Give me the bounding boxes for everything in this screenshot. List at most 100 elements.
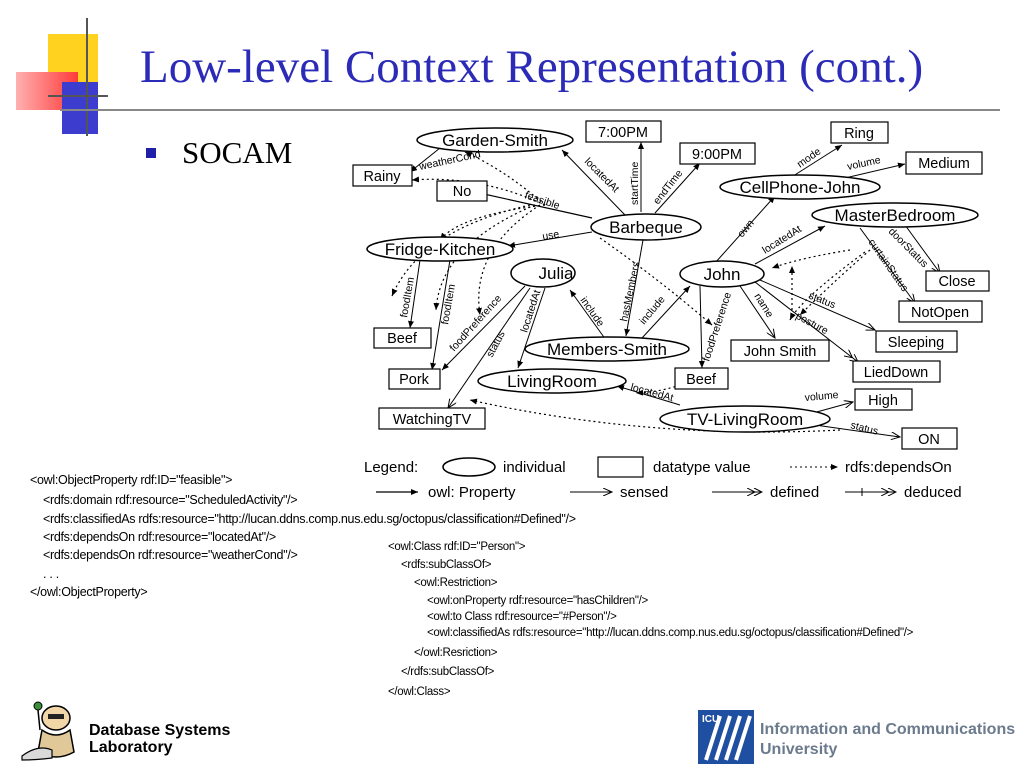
code-left-line-4: <rdfs:dependsOn rdf:resource="locatedAt"… <box>43 530 276 544</box>
elabel-status-julia: status <box>484 329 508 359</box>
value-johnsmith: John Smith <box>744 344 817 360</box>
box-ring <box>830 121 889 144</box>
dep-feasible-gs <box>464 151 546 206</box>
edge-foodpref-john <box>698 285 705 369</box>
legend-deduced: deduced <box>904 484 962 501</box>
box-no <box>436 180 488 202</box>
box-pork <box>388 368 441 390</box>
value-no: No <box>453 184 472 200</box>
individuals <box>366 127 979 433</box>
deco-vertical-line <box>86 18 88 136</box>
edge-endtime <box>654 162 701 214</box>
deco-horizontal-line <box>48 95 108 97</box>
edge-volume-tv <box>812 402 853 414</box>
edge-weathercond <box>409 147 441 173</box>
code-right-line-1: <owl:Class rdf:ID="Person"> <box>388 541 526 553</box>
label-living-room: LivingRoom <box>507 372 597 391</box>
elabel-posture: posture <box>794 310 831 337</box>
code-left-line-2: <rdfs:domain rdf:resource="ScheduledActi… <box>43 493 298 507</box>
dep-posture-status <box>789 251 866 321</box>
box-on <box>901 427 958 450</box>
elabel-feasible: feasible <box>523 189 561 212</box>
edge-status-julia <box>448 287 531 408</box>
box-sleeping <box>875 330 958 353</box>
code-right-line-7: </owl:Resriction> <box>414 647 498 659</box>
code-left-line-7: </owl:ObjectProperty> <box>30 585 148 599</box>
edge-fooditem1 <box>408 259 421 329</box>
legend-individual: individual <box>503 459 566 476</box>
bullet-marker <box>146 148 156 158</box>
code-left-line-5: <rdfs:dependsOn rdf:resource="weatherCon… <box>43 548 298 562</box>
code-left-line-1: <owl:ObjectProperty rdf:ID="feasible"> <box>30 473 233 487</box>
dep-john-beef <box>599 237 713 326</box>
elabel-locatedat-mb: locatedAt <box>760 223 804 256</box>
value-7pm: 7:00PM <box>598 125 648 141</box>
edge-locatedat-gs <box>561 149 626 216</box>
svg-text:ICU: ICU <box>702 714 719 725</box>
value-lieddown: LiedDown <box>864 365 929 381</box>
node-barbeque <box>590 213 702 241</box>
edge-fooditem2 <box>430 259 451 371</box>
icu-logo: ICU <box>698 710 754 764</box>
elabel-use: use <box>541 228 560 243</box>
value-beef2: Beef <box>686 372 717 388</box>
elabel-fooditem2: foodItem <box>439 283 458 326</box>
value-watchingtv: WatchingTV <box>393 412 472 428</box>
box-high <box>854 388 913 411</box>
value-on: ON <box>918 432 940 448</box>
value-9pm: 9:00PM <box>692 147 742 163</box>
label-john: John <box>704 265 741 284</box>
legend-box-swatch <box>597 456 644 478</box>
node-tv-living-room <box>659 405 831 433</box>
label-members-smith: Members-Smith <box>547 340 667 359</box>
label-fridge-kitchen: Fridge-Kitchen <box>385 240 496 259</box>
edge-use <box>507 231 593 248</box>
elabel-weathercond: weatherCond <box>417 148 482 173</box>
legend: Legend: individual datatype value rdfs:d… <box>364 456 962 501</box>
elabel-mode: mode <box>795 145 824 170</box>
edge-status-tv <box>814 424 900 437</box>
lab-mascot-logo <box>21 701 75 761</box>
legend-depends-on: rdfs:dependsOn <box>845 459 952 476</box>
elabel-hasmembers: hasMembers <box>618 261 642 323</box>
value-labels: 7:00PM 9:00PM Ring Medium Rainy No Close… <box>363 125 975 448</box>
node-master-bedroom <box>811 202 979 228</box>
value-close: Close <box>938 274 975 290</box>
label-barbeque: Barbeque <box>609 218 683 237</box>
edge-volume-cp <box>844 162 906 179</box>
node-living-room <box>477 368 627 394</box>
node-members-smith <box>524 336 690 362</box>
elabel-volume-tv: volume <box>804 389 839 404</box>
edge-locatedat-tv <box>616 385 681 406</box>
elabel-include2: include <box>637 294 668 327</box>
legend-ellipse-swatch <box>442 457 496 477</box>
individual-labels: Garden-Smith Barbeque CellPhone-John Mas… <box>385 131 956 429</box>
edge-status-john <box>759 279 875 330</box>
edge-doorstatus <box>904 224 940 273</box>
code-right-line-9: </owl:Class> <box>388 686 451 698</box>
edge-name <box>739 285 775 338</box>
elabel-starttime: startTime <box>629 161 641 205</box>
label-julia: Julia <box>539 264 575 283</box>
elabel-locatedat-gs: locatedAt <box>582 156 622 196</box>
edge-locatedat-julia <box>517 287 546 369</box>
code-right-line-4: <owl:onProperty rdf:resource="hasChildre… <box>427 595 648 607</box>
box-7pm <box>585 120 662 143</box>
node-fridge-kitchen <box>366 236 514 262</box>
value-ring: Ring <box>844 126 874 142</box>
code-right-line-2: <rdfs:subClassOf> <box>401 559 492 571</box>
bullet-socam: SOCAM <box>182 135 293 170</box>
node-cellphone-john <box>719 174 881 200</box>
university-name: Information and Communications Universit… <box>760 720 1015 760</box>
value-beef1: Beef <box>387 331 418 347</box>
box-rainy <box>352 164 413 187</box>
code-right-line-8: </rdfs:subClassOf> <box>401 666 495 678</box>
node-garden-smith <box>416 127 574 153</box>
label-garden-smith: Garden-Smith <box>442 131 548 150</box>
edge-own <box>714 195 776 264</box>
elabel-status-tv: status <box>849 419 879 437</box>
edge-foodpref-julia <box>441 285 526 371</box>
box-beef1 <box>373 327 432 349</box>
legend-defined: defined <box>770 484 819 501</box>
edge-include1 <box>569 289 607 341</box>
